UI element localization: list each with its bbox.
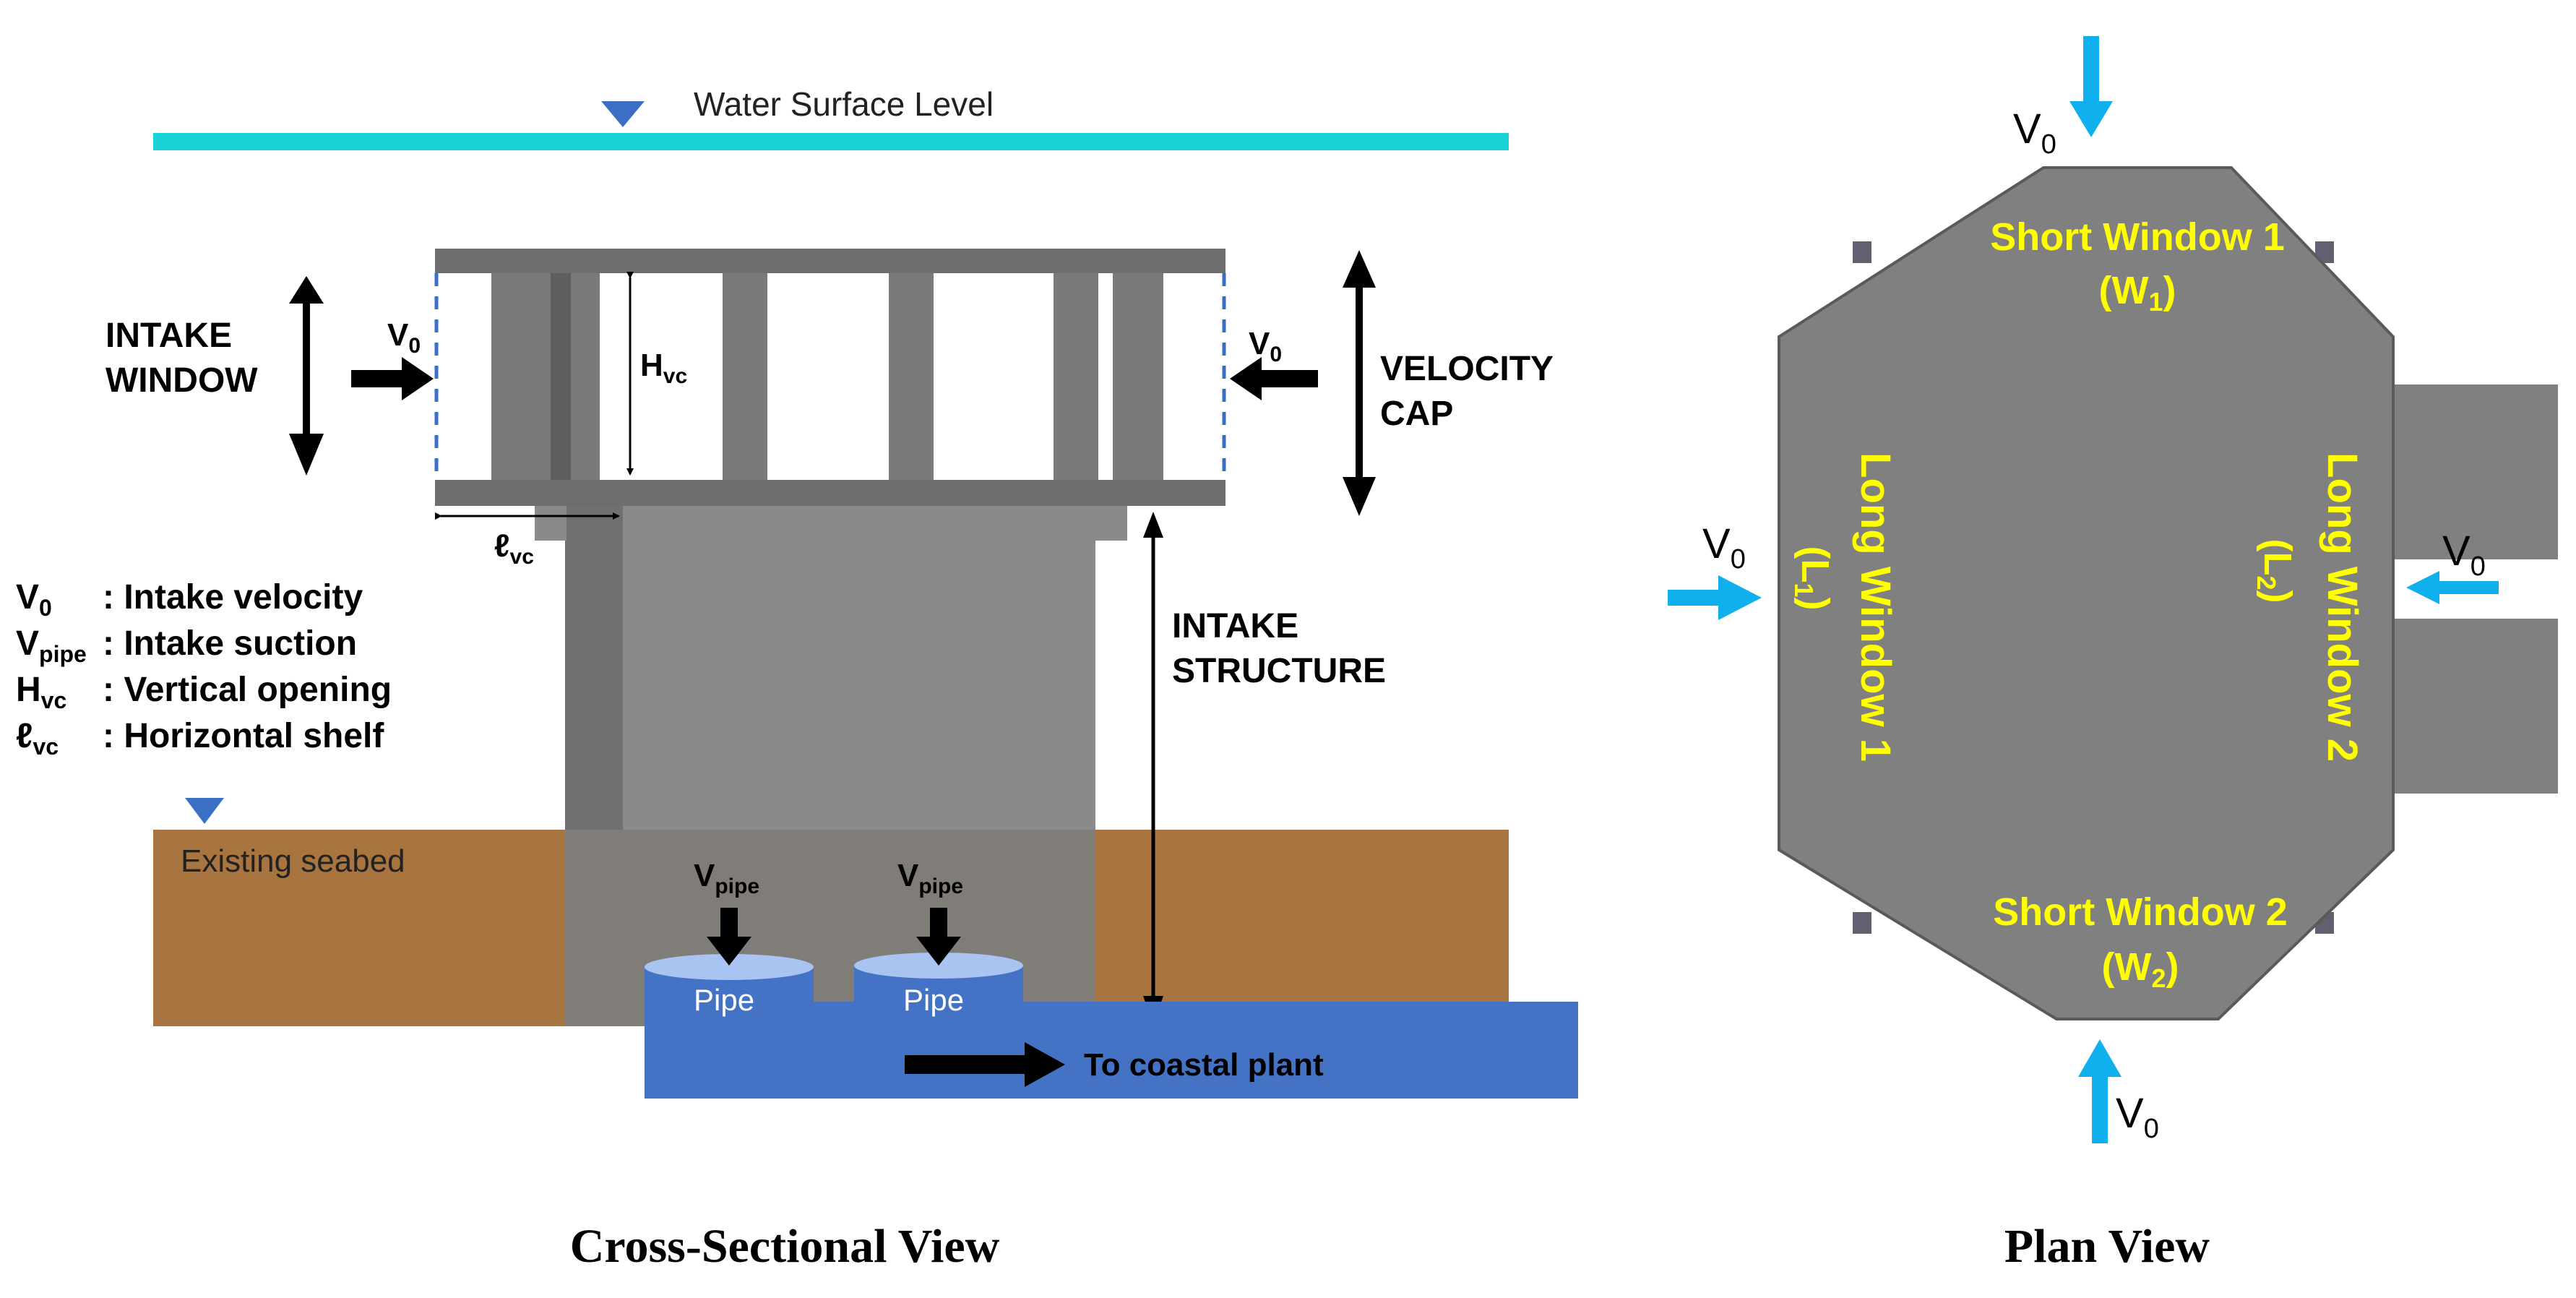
plan-v0-left-label: V0 bbox=[1702, 520, 1746, 575]
cross-section-caption: Cross-Sectional View bbox=[570, 1220, 1000, 1273]
plan-v0-top-label: V0 bbox=[2013, 106, 2056, 160]
plan-v0-bottom-arrow-icon bbox=[2078, 1039, 2121, 1143]
vpipe-label-2: Vpipe bbox=[897, 858, 963, 898]
intake-window-double-arrow-icon bbox=[289, 276, 324, 476]
v0-left-arrow-icon bbox=[351, 357, 434, 400]
plan-v0-top-arrow-icon bbox=[2069, 36, 2113, 137]
v0-left-label: V0 bbox=[387, 317, 421, 358]
plan-octagon bbox=[1778, 166, 2395, 1020]
long-window-1-symbol: (L1) bbox=[1789, 546, 1837, 611]
plan-v0-left-arrow-icon bbox=[1668, 575, 1762, 620]
plan-corner-tab-tl bbox=[1853, 241, 1871, 263]
intake-structure-edge bbox=[565, 506, 623, 830]
plan-v0-right-label: V0 bbox=[2442, 528, 2486, 582]
long-window-2-symbol: (L2) bbox=[2252, 539, 2299, 603]
short-window-2-label: Short Window 2 bbox=[1993, 890, 2287, 934]
v0-right-label: V0 bbox=[1249, 326, 1282, 366]
long-window-1-label: Long Window 1 bbox=[1852, 452, 1899, 762]
plan-v0-right-arrow-icon bbox=[2406, 571, 2499, 604]
v0-right-arrow-icon bbox=[1230, 357, 1318, 400]
plan-v0-bottom-label: V0 bbox=[2116, 1090, 2159, 1144]
intake-structure-step-left bbox=[535, 506, 567, 541]
plan-view: Short Window 1 (W1) Short Window 2 (W2) … bbox=[1668, 36, 2558, 1273]
to-plant-arrow-icon bbox=[905, 1042, 1065, 1087]
vpipe-label-1: Vpipe bbox=[694, 858, 759, 898]
intake-structure-step-right bbox=[1095, 506, 1127, 541]
vpipe-arrow-2-icon bbox=[916, 908, 961, 966]
long-window-2-label: Long Window 2 bbox=[2319, 452, 2366, 762]
short-window-2-symbol: (W2) bbox=[2102, 945, 2179, 993]
velocity-cap-bottom-plate bbox=[435, 480, 1225, 506]
plan-outlet-pipe-lower bbox=[2385, 619, 2558, 794]
pipe-top-1 bbox=[645, 954, 814, 980]
water-surface-label: Water Surface Level bbox=[694, 85, 994, 123]
short-window-1-symbol: (W1) bbox=[2099, 269, 2176, 317]
plan-view-caption: Plan View bbox=[2004, 1220, 2210, 1273]
vpipe-arrow-1-icon bbox=[707, 908, 751, 966]
pipe-label-1: Pipe bbox=[694, 983, 754, 1017]
seabed-label: Existing seabed bbox=[181, 843, 405, 879]
legend-item-v0: V0: Intake velocity bbox=[16, 578, 363, 621]
legend: V0: Intake velocity Vpipe: Intake suctio… bbox=[16, 578, 392, 760]
water-level-marker-icon bbox=[601, 101, 645, 127]
plan-outlet-pipe-upper bbox=[2385, 384, 2558, 559]
legend-item-hvc: Hvc: Vertical opening bbox=[16, 671, 392, 713]
legend-item-vpipe: Vpipe: Intake suction bbox=[16, 624, 357, 667]
water-surface-line bbox=[153, 133, 1509, 150]
legend-item-lvc: ℓvc: Horizontal shelf bbox=[16, 717, 384, 760]
hvc-label: Hvc bbox=[640, 348, 687, 388]
short-window-1-label: Short Window 1 bbox=[1990, 215, 2284, 259]
plan-corner-tab-bl bbox=[1853, 912, 1871, 934]
velocity-cap-pillars bbox=[491, 273, 1163, 480]
intake-structure-column bbox=[565, 506, 1095, 1026]
pipe-label-2: Pipe bbox=[903, 983, 964, 1017]
seabed-level-marker-icon bbox=[185, 798, 224, 824]
velocity-cap-top-plate bbox=[435, 249, 1225, 273]
cross-sectional-view: Water Surface Level Existing seabed Hvc bbox=[16, 85, 1578, 1273]
to-plant-label: To coastal plant bbox=[1084, 1047, 1324, 1083]
lvc-label: ℓvc bbox=[494, 528, 534, 569]
velocity-cap-double-arrow-icon bbox=[1343, 250, 1376, 516]
